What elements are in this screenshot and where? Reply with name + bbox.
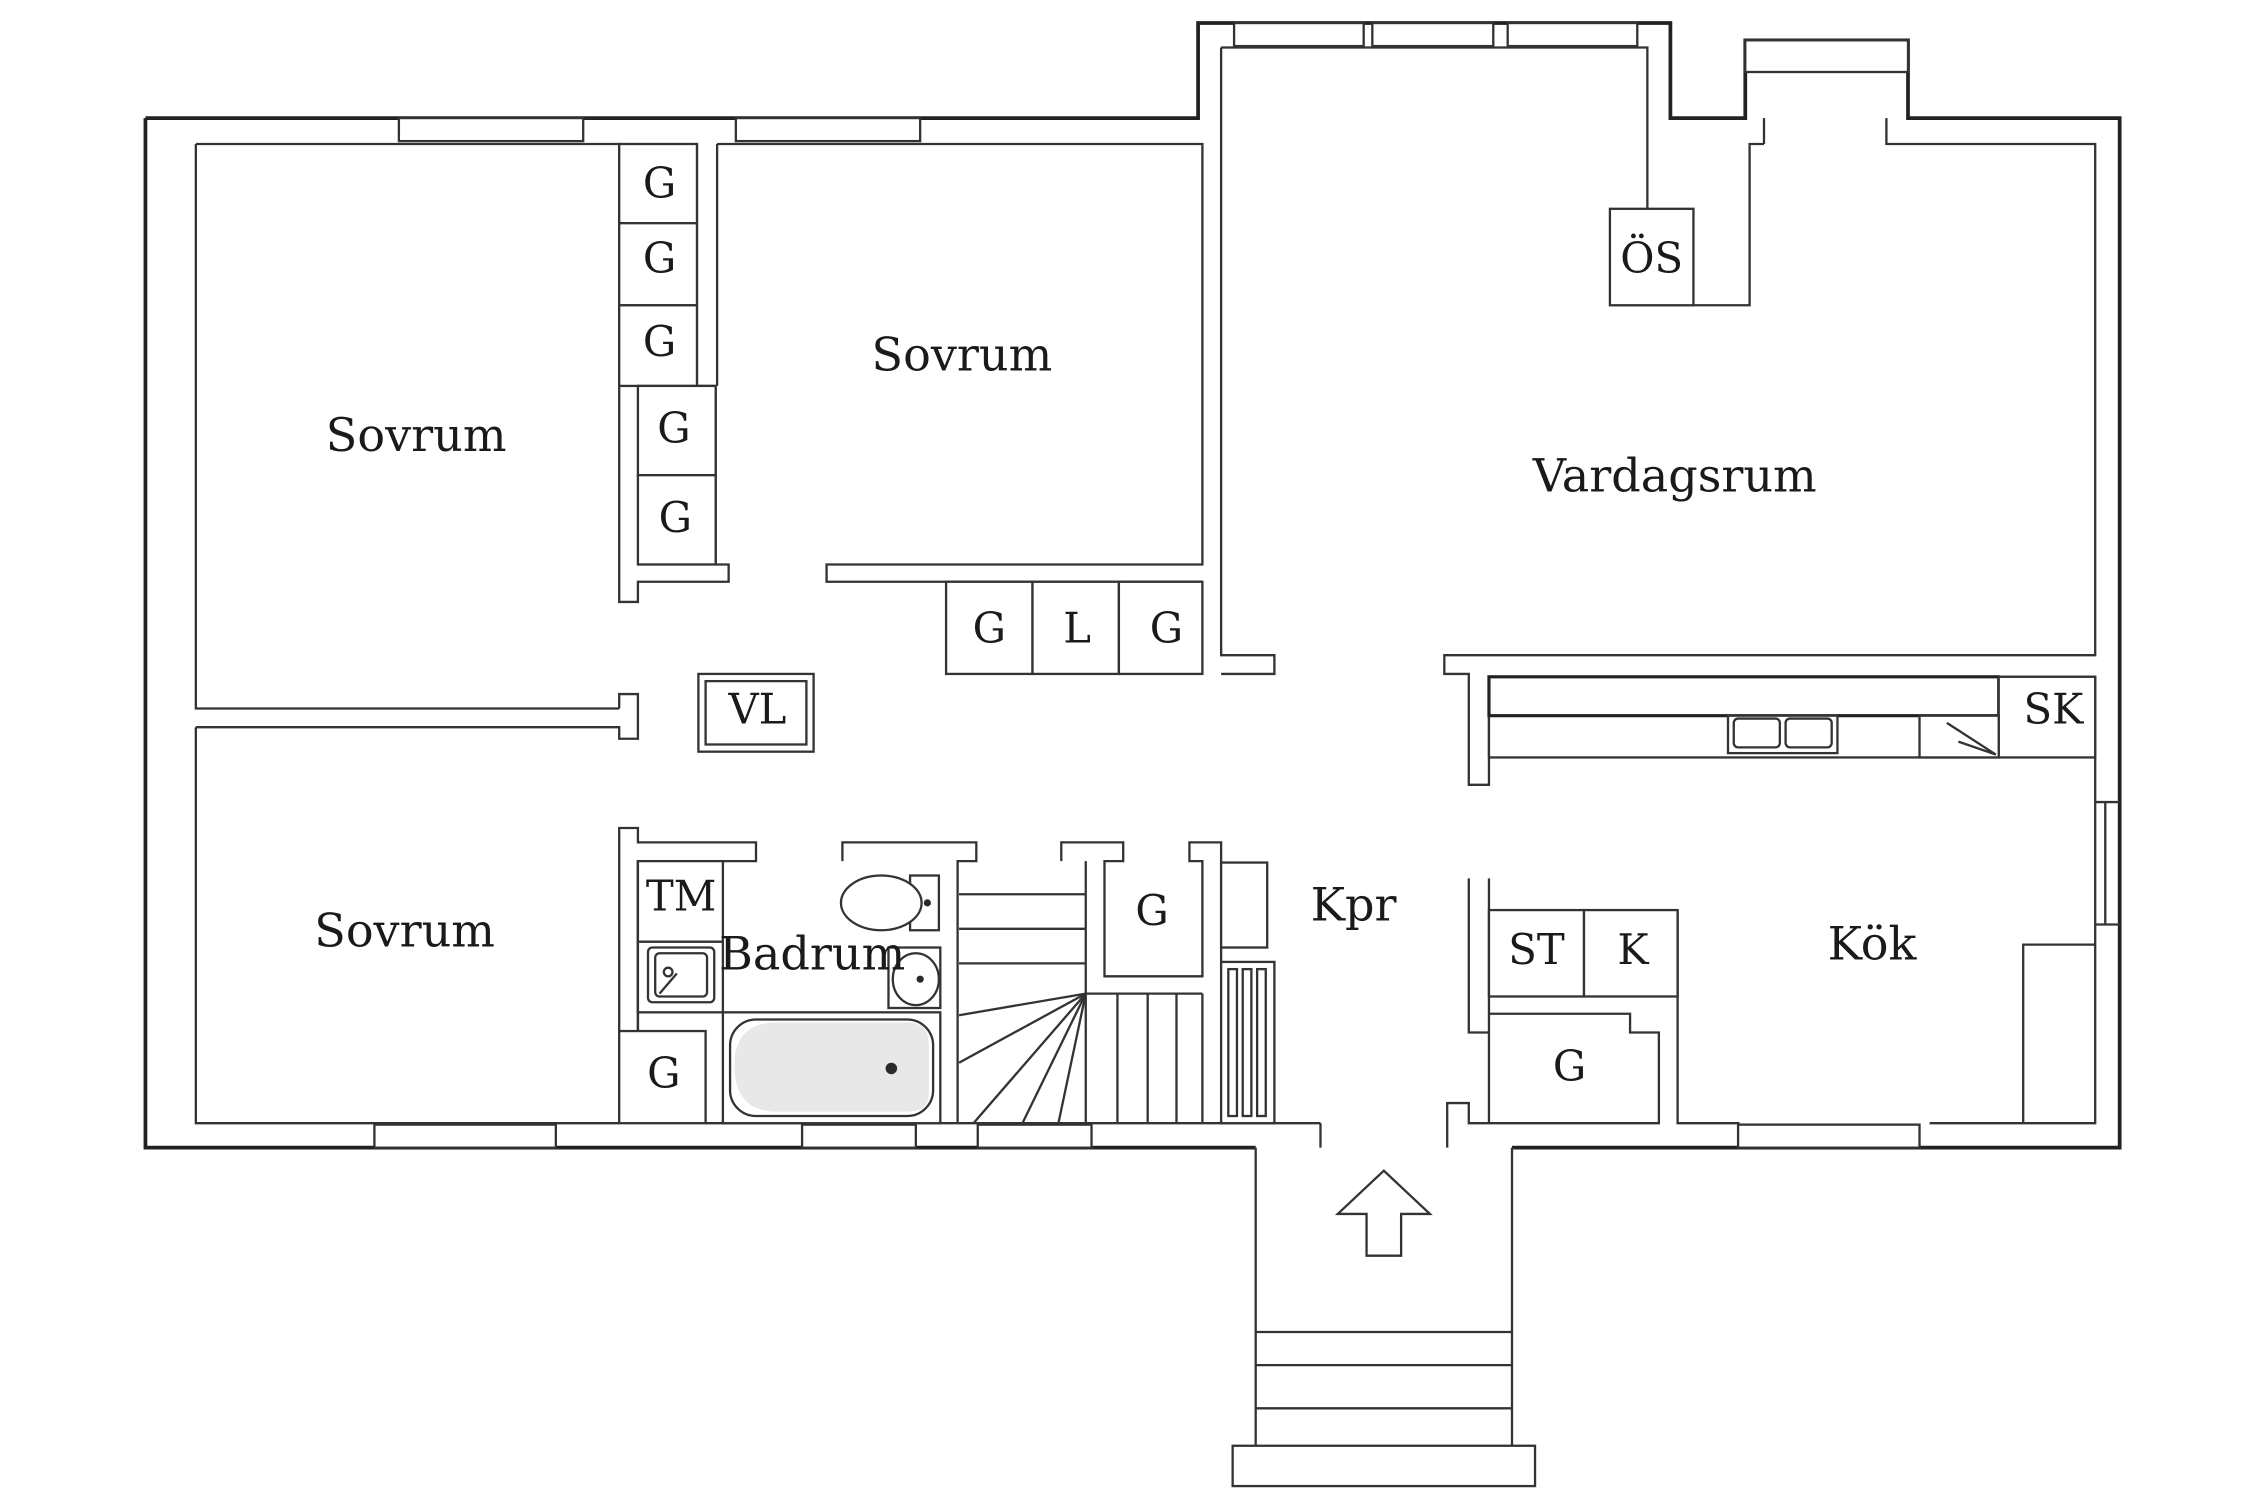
hallway-label: Kpr xyxy=(1311,878,1398,932)
entrance-steps xyxy=(1231,1330,1537,1488)
wardrobe-label: G xyxy=(647,1049,680,1098)
entrance-arrow-icon xyxy=(1334,1169,1433,1257)
wardrobe-column xyxy=(618,142,717,566)
windows xyxy=(373,21,1921,1149)
bedroom-left-bottom-label: Sovrum xyxy=(314,904,495,958)
kitchen-label: Kök xyxy=(1828,917,1918,971)
bedroom-middle-label: Sovrum xyxy=(872,328,1053,382)
wardrobe-label: G xyxy=(643,234,676,283)
laundry-sink-label: VL xyxy=(727,684,786,733)
bathroom-fixtures xyxy=(618,859,942,1125)
living-room-label: Vardagsrum xyxy=(1532,449,1817,503)
hall-cupboard xyxy=(1219,861,1269,949)
open-fireplace-label: ÖS xyxy=(1620,234,1683,283)
bathroom-label: Badrum xyxy=(719,927,905,981)
wardrobe-label: G xyxy=(1553,1041,1586,1090)
stove-and-fridge xyxy=(1487,908,1679,998)
kitchen-counter xyxy=(1487,675,2097,759)
wardrobe-label: G xyxy=(1150,604,1183,653)
laundry-sink xyxy=(697,672,815,753)
fixture-labels: G G G G G G L G VL ÖS SK TM G G ST K G xyxy=(643,159,2084,1098)
wardrobe-label: G xyxy=(1135,886,1168,935)
stove-label: ST xyxy=(1508,925,1565,974)
broom-closet-label: SK xyxy=(2024,684,2085,733)
fridge-label: K xyxy=(1617,925,1649,974)
wardrobe-label: G xyxy=(973,604,1006,653)
wardrobe-label: G xyxy=(643,159,676,208)
open-fireplace xyxy=(1608,207,1695,307)
linen-closet-label: L xyxy=(1063,604,1091,653)
bedroom-left-top-label: Sovrum xyxy=(326,408,507,462)
stairs xyxy=(958,861,1204,1124)
wardrobe-label: G xyxy=(643,317,676,366)
hall-closets xyxy=(944,580,1204,676)
wardrobe-label: G xyxy=(659,493,692,542)
dryer-label: TM xyxy=(646,872,717,921)
interior-walls xyxy=(195,142,2096,1459)
room-labels: Sovrum Sovrum Sovrum Vardagsrum Badrum K… xyxy=(314,328,1917,981)
wardrobe-label: G xyxy=(657,404,690,453)
radiator xyxy=(1219,960,1276,1125)
